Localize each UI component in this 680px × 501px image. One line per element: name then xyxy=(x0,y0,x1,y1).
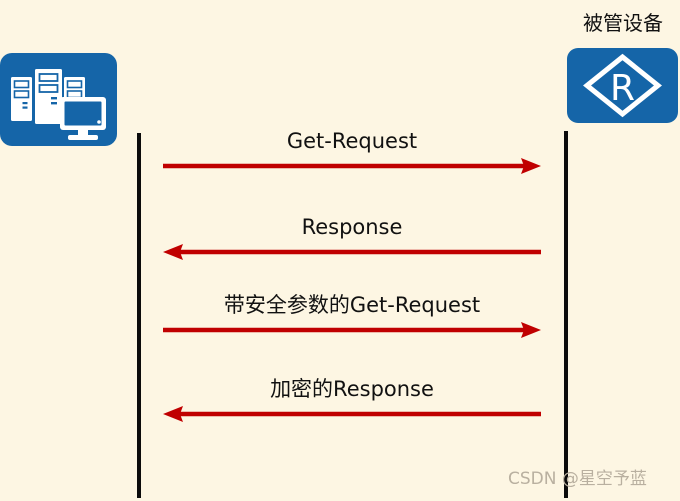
message-2-arrow-left-icon xyxy=(163,243,541,261)
watermark: CSDN @星空予蓝 xyxy=(508,469,647,489)
servers-and-monitor-icon xyxy=(11,69,106,140)
message-4-arrow-left-icon xyxy=(163,405,541,423)
actor-manager-icon xyxy=(0,53,117,146)
svg-text:R: R xyxy=(610,68,635,109)
message-1-arrow-right-icon xyxy=(163,157,541,175)
message-2: Response xyxy=(163,214,541,264)
lifeline-manager xyxy=(137,133,141,498)
message-3: 带安全参数的Get-Request xyxy=(163,292,541,342)
message-3-arrow-right-icon xyxy=(163,321,541,339)
message-1-label: Get-Request xyxy=(286,129,418,153)
lifeline-managed-device xyxy=(564,131,568,498)
message-4-label: 加密的Response xyxy=(270,377,434,401)
actor-device-icon: R xyxy=(567,48,678,123)
actor-device-label: 被管设备 xyxy=(583,11,663,35)
router-diamond-r-icon: R xyxy=(583,53,662,118)
message-1: Get-Request xyxy=(163,128,541,178)
message-2-label: Response xyxy=(301,215,403,239)
message-3-label: 带安全参数的Get-Request xyxy=(223,293,481,317)
message-4: 加密的Response xyxy=(163,376,541,426)
